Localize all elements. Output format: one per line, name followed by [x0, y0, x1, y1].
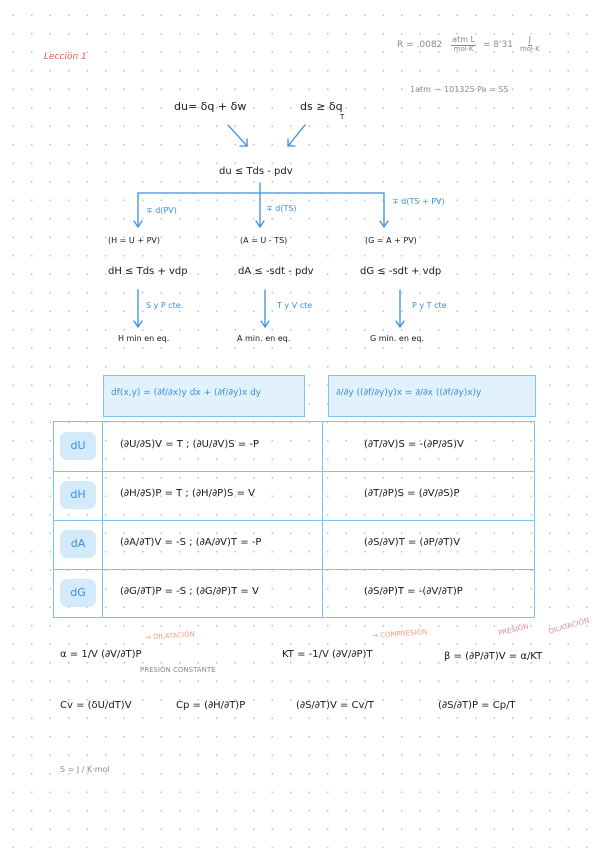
entropy-unit: S = J / K·mol	[60, 765, 110, 774]
beta-def: β = (∂P/∂T)V = α/KT	[444, 651, 543, 662]
alpha-def: α = 1/V (∂V/∂T)P	[60, 649, 142, 660]
gas-unit1-den: mol·K	[453, 44, 474, 53]
def-helmholtz: (A = U - TS)	[240, 236, 288, 245]
row-dg-right: (∂S/∂P)T = -(∂V/∂T)P	[364, 586, 463, 597]
def-enthalpy: (H = U + PV)	[108, 236, 160, 245]
row-dg-left: (∂G/∂T)P = -S ; (∂G/∂P)T = V	[120, 586, 259, 597]
gas-constant: R = .0082	[397, 40, 443, 51]
gas-unit2-num: J	[527, 35, 532, 46]
atm-conversion: 1atm — 101325 Pa = SS	[410, 85, 509, 94]
table-row-divider-1	[54, 471, 534, 472]
ds-dt-p: (∂S/∂T)P = Cp/T	[438, 700, 516, 711]
def-gibbs: (G = A + PV)	[365, 236, 417, 245]
diff-enthalpy: dH ≤ Tds + vdp	[108, 266, 188, 277]
result-enthalpy: H min en eq.	[118, 334, 170, 343]
row-dh-right: (∂T/∂P)S = (∂V/∂S)P	[364, 488, 460, 499]
row-dh-left: (∂H/∂S)P = T ; (∂H/∂P)S = V	[120, 488, 255, 499]
table-col-divider-2	[322, 422, 323, 617]
branch-label-h: ∓ d(PV)	[146, 206, 177, 215]
cond-enthalpy: S y P cte.	[146, 301, 184, 310]
row-label-du: dU	[60, 432, 96, 460]
lesson-title: Lección 1	[44, 52, 87, 62]
result-helmholtz: A min. en eq.	[237, 334, 291, 343]
maxwell-table: df(x,y) = (∂f/∂x)y dx + (∂f/∂y)x dy ∂/∂y…	[53, 375, 536, 618]
ds-den: T	[340, 113, 345, 121]
table-header-left: df(x,y) = (∂f/∂x)y dx + (∂f/∂y)x dy	[111, 388, 262, 398]
diff-helmholtz: dA ≤ -sdt - pdv	[238, 266, 314, 277]
row-du-left: (∂U/∂S)V = T ; (∂U/∂V)S = -P	[120, 439, 259, 450]
diff-gibbs: dG ≤ -sdt + vdp	[360, 266, 442, 277]
cond-helmholtz: T y V cte	[277, 301, 313, 310]
gas-unit1: atm L mol·K	[451, 35, 476, 53]
gas-unit2: J mol·K	[519, 35, 540, 53]
row-du-right: (∂T/∂V)S = -(∂P/∂S)V	[364, 439, 464, 450]
first-law: du= δq + δw	[174, 100, 247, 113]
table-header-right: ∂/∂y ((∂f/∂y)y)x = ∂/∂x ((∂f/∂y)x)y	[336, 388, 482, 398]
branch-label-g: ∓ d(TS + PV)	[392, 197, 445, 206]
row-label-dg: dG	[60, 579, 96, 607]
table-row-divider-3	[54, 569, 534, 570]
ds-ineq: ds ≥ δq	[300, 100, 343, 113]
combined-equation: du ≤ Tds - pdv	[219, 166, 293, 177]
table-header-right-box	[328, 375, 536, 417]
gas-constant-line: R = .0082 atm L mol·K = 8'31 J mol·K	[397, 35, 540, 53]
table-col-divider-1	[102, 422, 103, 617]
second-law: ds ≥ δq T	[300, 100, 344, 121]
row-da-left: (∂A/∂T)V = -S ; (∂A/∂V)T = -P	[120, 537, 262, 548]
table-header-left-box	[103, 375, 305, 417]
result-gibbs: G min. en eq.	[370, 334, 424, 343]
table-grid: dU (∂U/∂S)V = T ; (∂U/∂V)S = -P (∂T/∂V)S…	[53, 421, 535, 618]
cv-def: Cv = (δU/dT)V	[60, 700, 132, 711]
kappa-def: KT = -1/V (∂V/∂P)T	[282, 649, 373, 660]
ds-dt-v: (∂S/∂T)V = Cv/T	[296, 700, 374, 711]
branch-label-a: ∓ d(TS)	[266, 204, 297, 213]
gas-unit2-den: mol·K	[519, 44, 540, 53]
gas-eq: = 8'31	[482, 40, 513, 51]
table-row-divider-2	[54, 520, 534, 521]
cond-gibbs: P y T cte	[412, 301, 447, 310]
gas-unit1-num: atm L	[451, 35, 476, 46]
row-label-da: dA	[60, 530, 96, 558]
cp-def: Cp = (∂H/∂T)P	[176, 700, 246, 711]
alpha-note: PRESIÓN CONSTANTE	[140, 666, 216, 674]
row-label-dh: dH	[60, 481, 96, 509]
row-da-right: (∂S/∂V)T = (∂P/∂T)V	[364, 537, 461, 548]
